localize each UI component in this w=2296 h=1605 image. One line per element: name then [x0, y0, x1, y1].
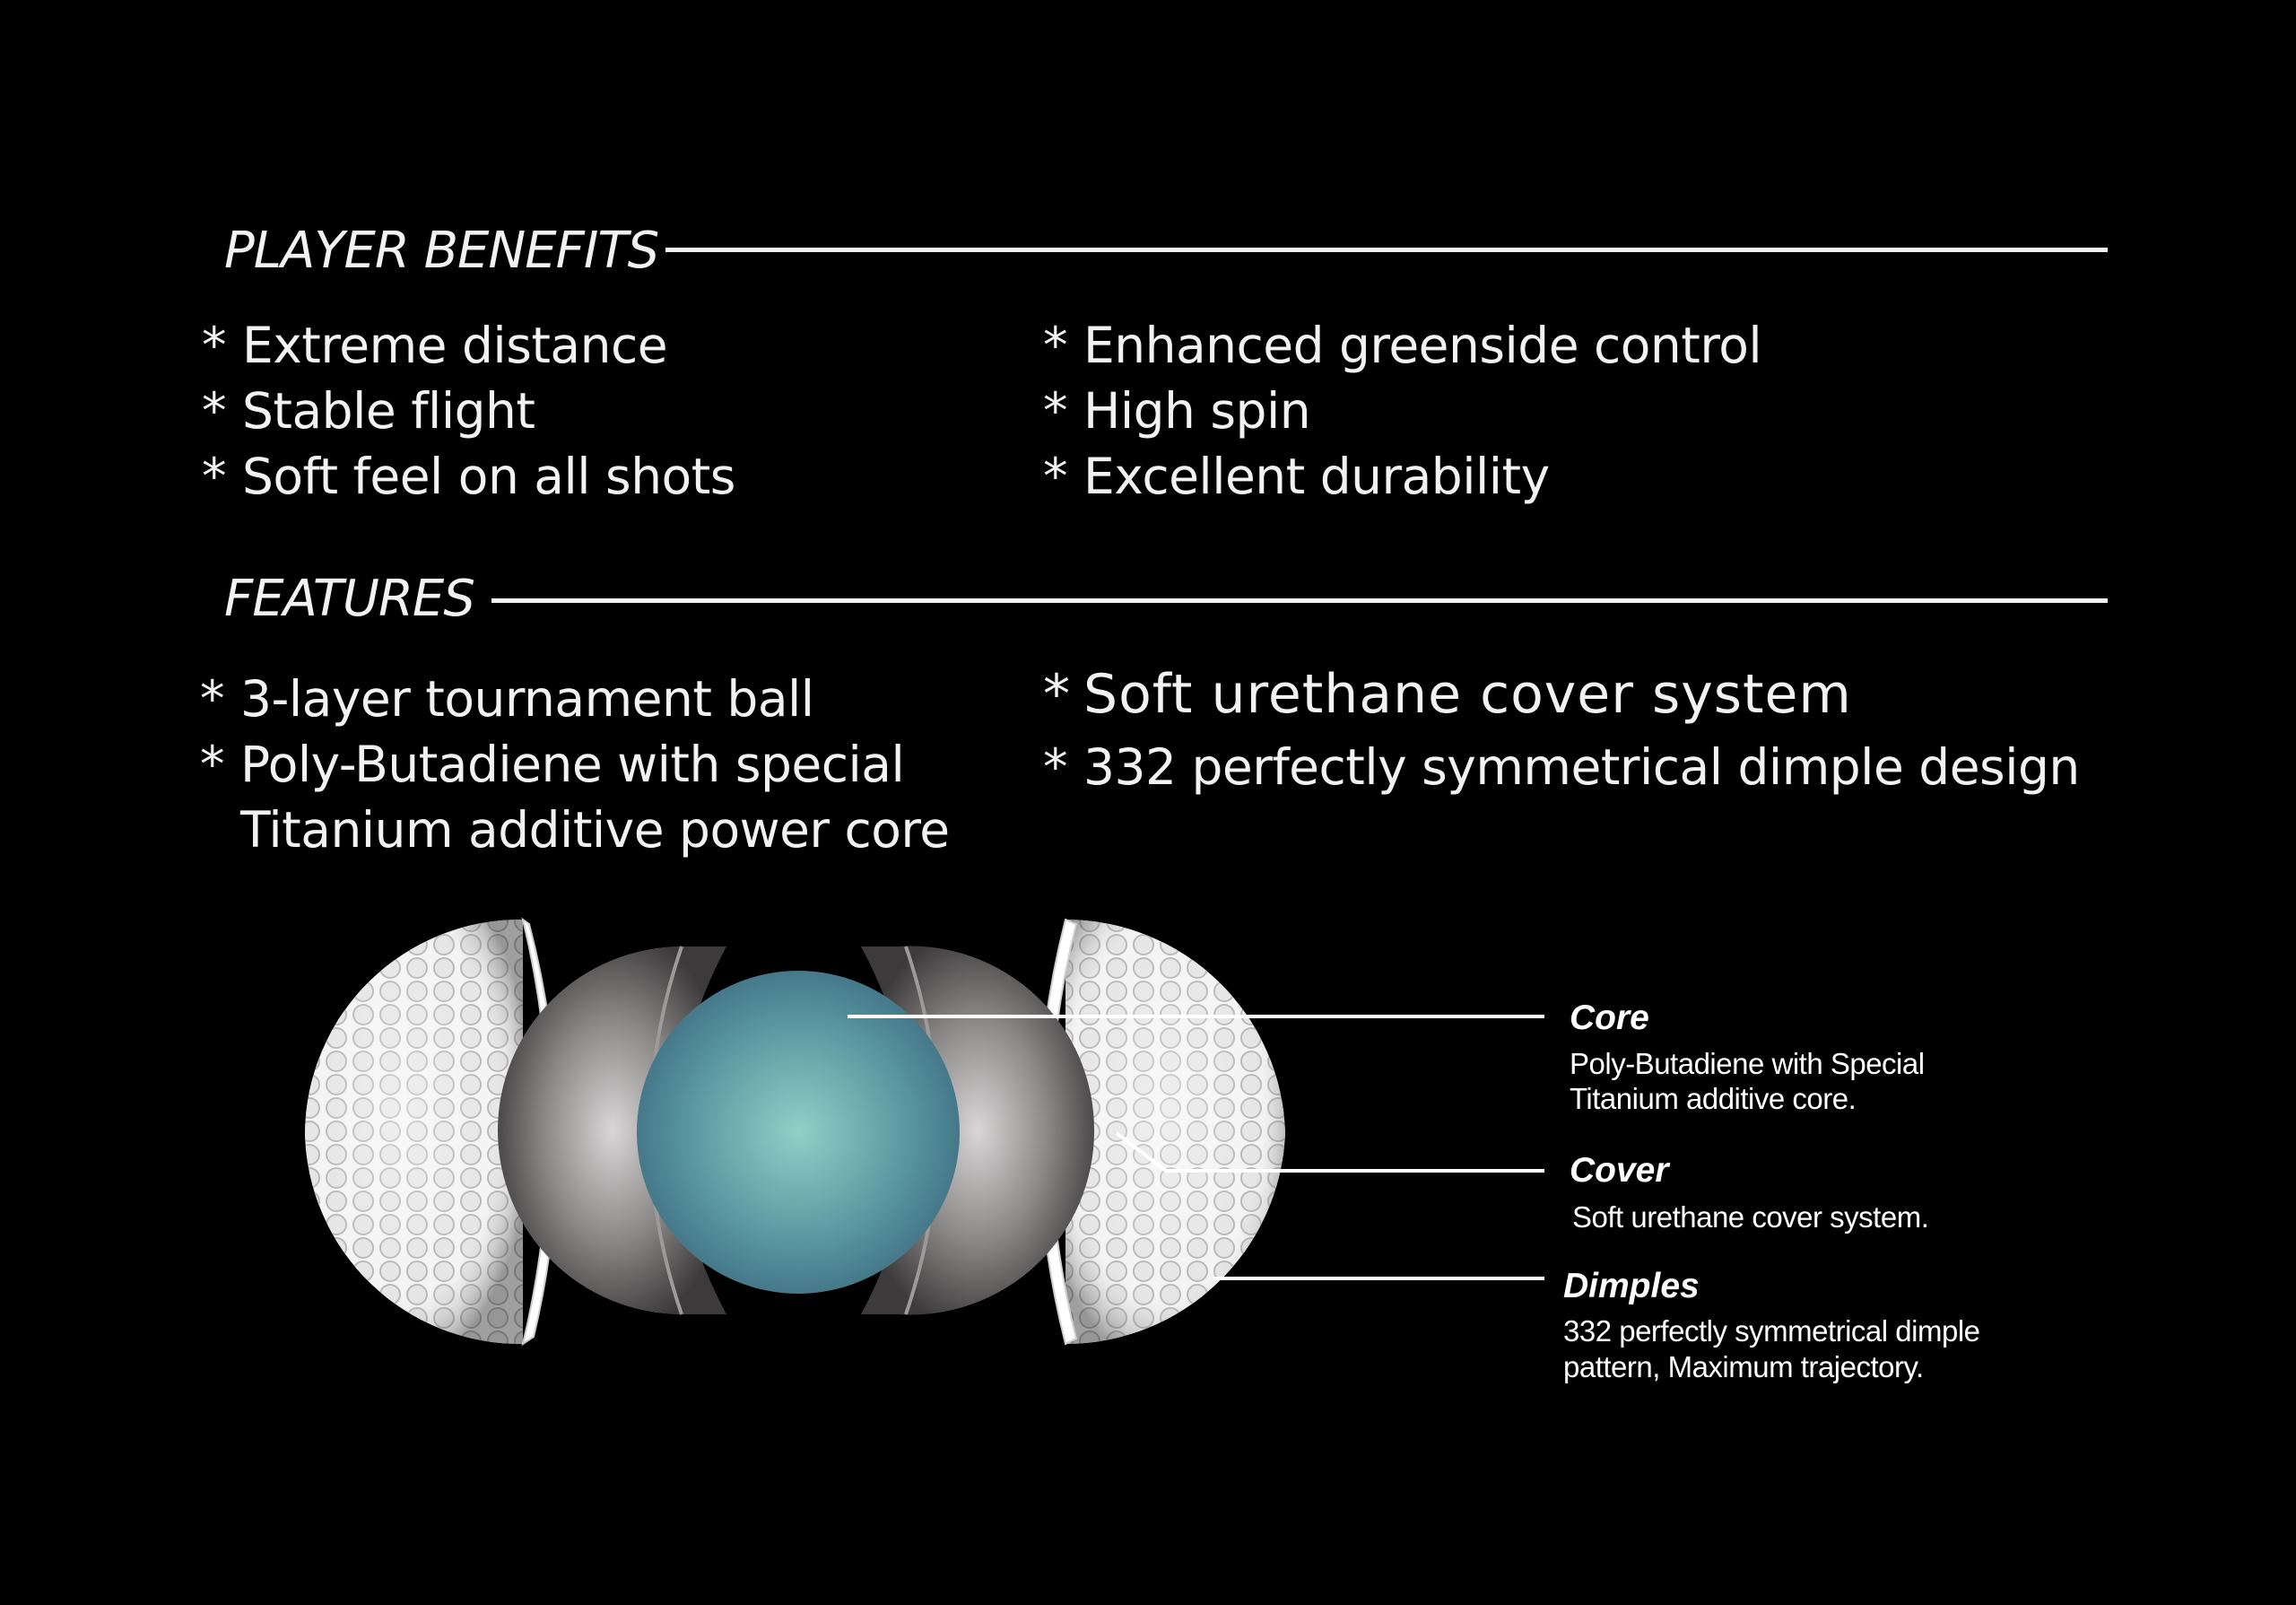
- features-left-list: * 3-layer tournament ball * Poly-Butadiene…: [200, 667, 950, 863]
- feature-text: Soft urethane cover system: [1083, 663, 1852, 726]
- benefit-text: Soft feel on all shots: [242, 448, 735, 505]
- feature-text-continued: Titanium additive power core: [240, 801, 950, 859]
- bullet-star: *: [202, 382, 227, 440]
- feature-text: Poly-Butadiene with special: [240, 736, 905, 793]
- player-benefits-heading: PLAYER BENEFITS: [224, 222, 659, 280]
- bullet-star: *: [202, 317, 227, 374]
- bullet-star: *: [202, 448, 227, 505]
- feature-item: * 332 perfectly symmetrical dimple design: [1043, 735, 2080, 800]
- features-rule: [491, 598, 2108, 603]
- bullet-star: *: [1043, 382, 1068, 440]
- benefit-item: * Stable flight: [202, 379, 735, 444]
- player-benefits-rule: [665, 248, 2108, 252]
- cover-callout-text: Soft urethane cover system.: [1572, 1200, 1929, 1234]
- bullet-star: *: [1043, 448, 1068, 505]
- benefit-text: High spin: [1083, 382, 1311, 440]
- core-callout-text-line2: Titanium additive core.: [1570, 1082, 1857, 1115]
- core-callout-title: Core: [1570, 999, 1649, 1037]
- bullet-star: *: [200, 736, 225, 793]
- feature-item: * 3-layer tournament ball: [200, 667, 950, 732]
- benefit-item: * Excellent durability: [1043, 444, 1761, 510]
- cover-leader-line: [1115, 1131, 1544, 1173]
- dimples-callout-text-line1: 332 perfectly symmetrical dimple: [1563, 1314, 1980, 1348]
- bullet-star: *: [1043, 738, 1068, 796]
- benefit-item: * Extreme distance: [202, 313, 735, 379]
- bullet-star: *: [1043, 663, 1071, 726]
- benefit-item: * Soft feel on all shots: [202, 444, 735, 510]
- benefit-text: Enhanced greenside control: [1083, 317, 1762, 374]
- bullet-star: *: [200, 670, 225, 728]
- cover-callout-title: Cover: [1570, 1151, 1669, 1190]
- dimples-callout-title: Dimples: [1563, 1267, 1700, 1305]
- benefit-text: Stable flight: [242, 382, 535, 440]
- feature-text: 3-layer tournament ball: [240, 670, 814, 728]
- benefit-text: Excellent durability: [1083, 448, 1550, 505]
- benefit-item: * High spin: [1043, 379, 1761, 444]
- core-callout-text-line1: Poly-Butadiene with Special: [1570, 1047, 1925, 1080]
- benefit-item: * Enhanced greenside control: [1043, 313, 1762, 379]
- feature-item: *Soft urethane cover system: [1043, 662, 2080, 728]
- core-sphere: [637, 971, 960, 1294]
- features-heading: FEATURES: [224, 570, 475, 628]
- benefit-text: Extreme distance: [242, 317, 668, 374]
- features-right-list: *Soft urethane cover system *332 perfect…: [1043, 662, 2080, 800]
- dimples-callout-text-line2: pattern, Maximum trajectory.: [1563, 1350, 1924, 1383]
- benefits-right-list: * Enhanced greenside control * High spin *…: [1043, 313, 1762, 510]
- bullet-star: *: [1043, 317, 1068, 374]
- benefits-left-list: * Extreme distance * Stable flight * Soft f…: [202, 313, 735, 510]
- feature-text: 332 perfectly symmetrical dimple design: [1083, 738, 2080, 796]
